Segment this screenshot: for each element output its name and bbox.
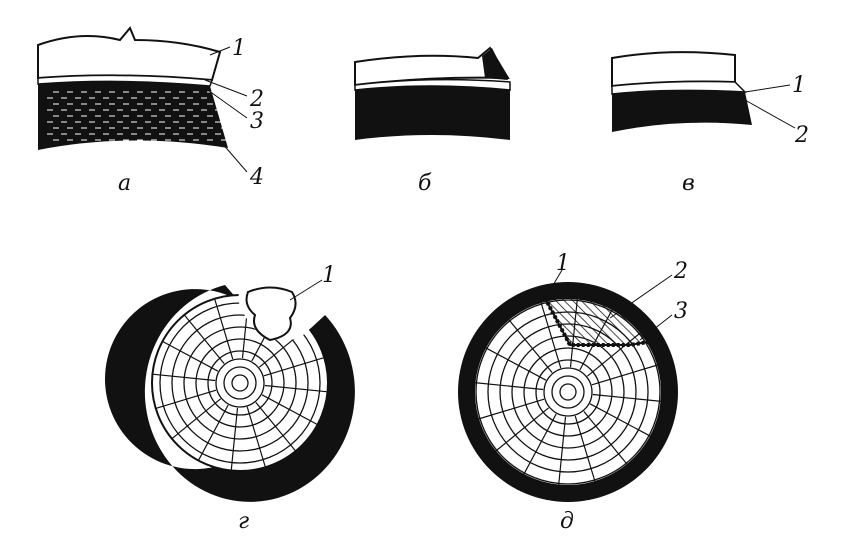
caption-g: г (238, 509, 249, 534)
radial-crack (255, 401, 297, 452)
leader-line (545, 269, 563, 298)
label-1: 1 (556, 251, 570, 276)
hatched-defect (543, 291, 662, 346)
texture-dashes (47, 91, 227, 141)
leader-line (204, 79, 248, 97)
ring (535, 359, 601, 425)
panel-d: 1 2 3 д (458, 251, 688, 534)
radial-crack (477, 398, 545, 420)
label-2: 2 (673, 259, 688, 284)
leader-line (209, 46, 231, 56)
outer-layer (37, 26, 222, 82)
chipped-bark (482, 48, 508, 80)
caption-d: д (560, 509, 574, 534)
radial-crack (494, 407, 550, 452)
radial-crack (152, 373, 216, 382)
radial-crack (197, 404, 229, 461)
panel-g: 1 г (105, 263, 355, 534)
caption-a: а (118, 171, 131, 196)
dense-layer (38, 81, 228, 150)
radial-crack (171, 398, 222, 440)
ring (523, 347, 613, 437)
label-2: 2 (794, 123, 809, 148)
leader-line (214, 134, 248, 173)
ring (559, 383, 577, 401)
ring (171, 314, 309, 452)
radial-crack (474, 382, 544, 391)
panel-b: б (354, 46, 511, 196)
panel-v: 1 2 в (611, 51, 809, 196)
leader-line (289, 279, 323, 301)
radial-crack (183, 314, 225, 365)
leader-line (204, 87, 248, 119)
radial-crack (583, 410, 628, 466)
ring (195, 338, 285, 428)
ring (183, 326, 297, 440)
ring (215, 358, 265, 408)
radial-crack (592, 393, 662, 402)
radial-crack (484, 347, 547, 381)
label-1: 1 (232, 36, 246, 61)
radial-crack (558, 416, 567, 486)
radial-crack (540, 301, 562, 369)
radial-crack (508, 318, 553, 374)
label-2: 2 (249, 87, 264, 112)
caption-b: б (418, 171, 432, 196)
ring (231, 374, 249, 392)
rot-pocket (245, 286, 297, 342)
ring (207, 350, 273, 416)
radial-crack (162, 340, 219, 372)
label-1: 1 (322, 263, 336, 288)
ring (223, 366, 257, 400)
label-3: 3 (250, 109, 264, 134)
radial-crack (591, 364, 659, 386)
radial-crack (574, 415, 596, 483)
defect-border (543, 297, 661, 347)
leader-line (609, 274, 673, 319)
radial-crack (263, 357, 325, 377)
leader-line (744, 84, 791, 93)
radial-crack (589, 403, 652, 437)
label-3: 3 (674, 299, 688, 324)
leader-line (744, 99, 796, 129)
caption-v: в (682, 171, 695, 196)
radial-crack (523, 413, 557, 476)
radial-crack (246, 406, 266, 468)
panel-a: 1 2 3 4 а (37, 26, 264, 196)
radial-crack (214, 298, 234, 360)
leader-line (639, 314, 673, 341)
radial-crack (230, 407, 239, 471)
label-1: 1 (792, 73, 806, 98)
ring (551, 375, 585, 409)
radial-crack (155, 389, 217, 409)
label-4: 4 (249, 165, 264, 190)
ring (543, 367, 593, 417)
radial-crack (261, 394, 318, 426)
radial-crack (264, 384, 328, 393)
